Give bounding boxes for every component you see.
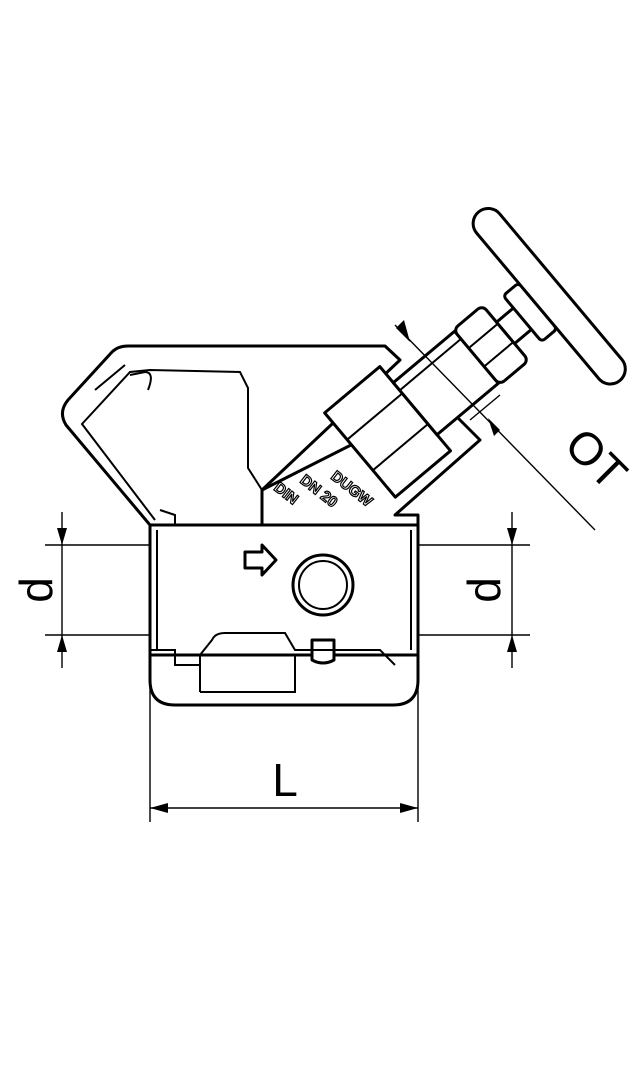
valve-base <box>148 653 420 707</box>
bonnet-assembly <box>323 206 627 499</box>
valve-hood <box>61 344 402 527</box>
dimension-label-d-left: d <box>10 577 62 603</box>
hood-inner-cavity <box>80 368 263 525</box>
test-port <box>291 553 355 617</box>
base-pocket <box>199 632 396 693</box>
base-detail <box>150 649 200 666</box>
dimension-label-d-right: d <box>458 577 510 603</box>
handwheel <box>471 206 627 386</box>
test-port-inner <box>298 560 348 610</box>
dimension-length: L <box>149 660 419 822</box>
right-arrow-icon <box>243 543 278 577</box>
dimension-d-right: d <box>418 512 530 668</box>
dimension-d-left: d <box>10 512 150 668</box>
hood-detail <box>94 364 152 391</box>
valve-body <box>148 523 420 657</box>
drain-nipple <box>310 638 336 665</box>
dimension-label-l: L <box>272 754 298 806</box>
dimension-label-ot: OT <box>555 418 630 500</box>
